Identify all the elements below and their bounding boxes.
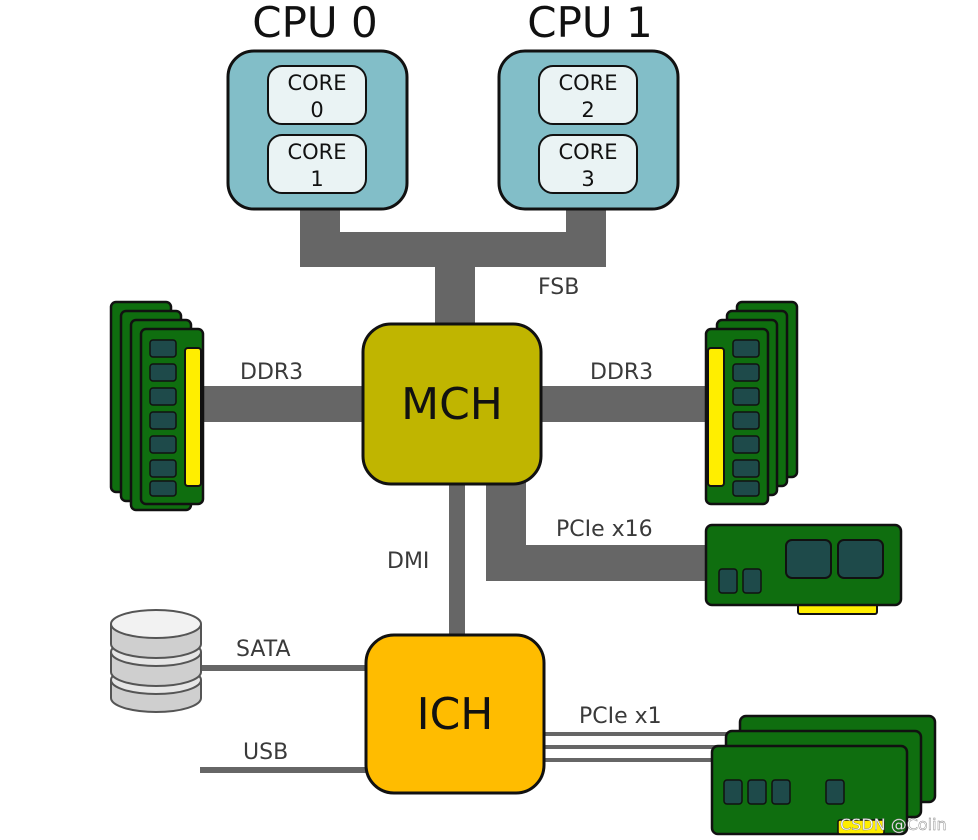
cpu-1: CPU 1 CORE 2 CORE 3 bbox=[497, 0, 680, 211]
core-0-label: CORE bbox=[287, 71, 346, 95]
core-3-label: CORE bbox=[558, 140, 617, 164]
ddr3-right-memory-modules-icon bbox=[704, 300, 799, 506]
mch-chip: MCH bbox=[361, 322, 543, 486]
pcie-x1-lane-1 bbox=[543, 732, 743, 736]
dmi-bus bbox=[449, 482, 465, 638]
pcie-x16-bus-horizontal bbox=[486, 545, 710, 581]
core-1-number: 1 bbox=[310, 167, 323, 191]
ddr3-right-label: DDR3 bbox=[590, 360, 653, 385]
pcie-x1-lane-2 bbox=[543, 745, 733, 749]
ddr3-right-bus bbox=[540, 386, 710, 422]
usb-bus bbox=[200, 767, 368, 773]
mch-label: MCH bbox=[401, 379, 503, 430]
fsb-bus-to-mch bbox=[435, 262, 475, 326]
cpu-0-title: CPU 0 bbox=[252, 0, 377, 47]
pcie-x1-cards-icon bbox=[710, 714, 937, 836]
core-0-number: 0 bbox=[310, 98, 323, 122]
ich-box bbox=[364, 633, 546, 795]
pcie-x1-lane-3 bbox=[543, 758, 723, 762]
ddr3-left-bus bbox=[203, 386, 365, 422]
core-1-box bbox=[267, 134, 367, 194]
dmi-label: DMI bbox=[387, 549, 429, 574]
mch-box bbox=[361, 322, 543, 486]
fsb-bus-horizontal bbox=[300, 232, 606, 267]
sata-label: SATA bbox=[236, 637, 291, 662]
usb-label: USB bbox=[243, 740, 288, 765]
ddr3-left-memory-modules-icon bbox=[109, 300, 205, 512]
ddr3-left-label: DDR3 bbox=[240, 360, 303, 385]
cpu-1-title: CPU 1 bbox=[527, 0, 652, 47]
cpu-0: CPU 0 CORE 0 CORE 1 bbox=[226, 0, 409, 211]
sata-bus bbox=[200, 665, 368, 671]
bus-lines bbox=[200, 210, 743, 773]
watermark: CSDN @Colin bbox=[840, 815, 947, 834]
core-2-box bbox=[538, 65, 638, 125]
core-1-label: CORE bbox=[287, 140, 346, 164]
ich-label: ICH bbox=[417, 689, 494, 740]
core-3-number: 3 bbox=[581, 167, 594, 191]
fsb-label: FSB bbox=[538, 275, 579, 300]
pcie-x16-label: PCIe x16 bbox=[556, 517, 653, 542]
core-3-box bbox=[538, 134, 638, 194]
core-2-label: CORE bbox=[558, 71, 617, 95]
ich-chip: ICH bbox=[364, 633, 546, 795]
sata-disk-icon bbox=[110, 609, 202, 713]
pcie-x16-card-icon bbox=[704, 523, 903, 615]
core-0-box bbox=[267, 65, 367, 125]
core-2-number: 2 bbox=[581, 98, 594, 122]
pcie-x1-label: PCIe x1 bbox=[579, 704, 662, 729]
